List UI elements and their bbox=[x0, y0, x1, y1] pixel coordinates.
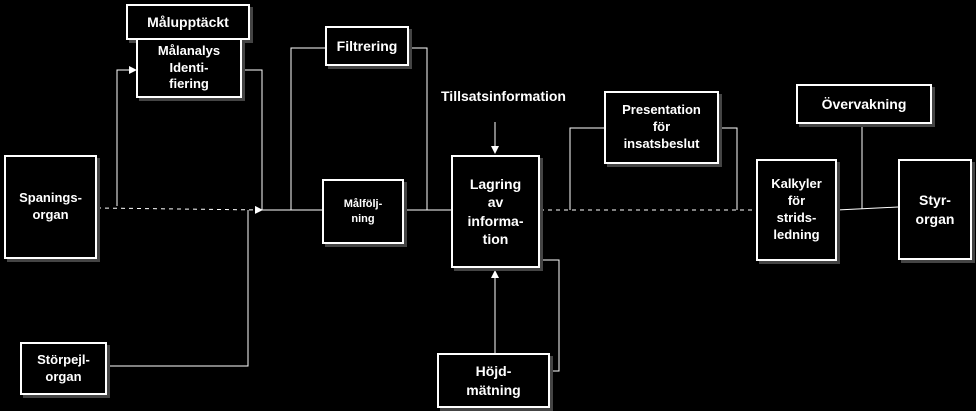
line-hojd-loop bbox=[542, 259, 560, 372]
spaningsorgan-box: Spanings- organ bbox=[4, 155, 97, 259]
kalkyler-box: Kalkyler för strids- ledning bbox=[756, 159, 837, 261]
overvakning-box: Övervakning bbox=[796, 84, 932, 124]
line-presentation-right bbox=[719, 127, 738, 210]
line-filtrering-left bbox=[290, 47, 325, 210]
line-storpejl bbox=[107, 210, 249, 367]
malupptackt-box: Målupptäckt bbox=[126, 4, 250, 40]
main-line-1 bbox=[96, 205, 263, 214]
line-filtrering-right bbox=[409, 47, 428, 210]
presentation-box: Presentation för insatsbeslut bbox=[604, 91, 719, 164]
styrorgan-box: Styr- organ bbox=[898, 159, 972, 260]
lagring-box: Lagring av informa- tion bbox=[451, 155, 540, 268]
tillsats-label: Tillsatsinformation bbox=[441, 88, 566, 104]
filtrering-box: Filtrering bbox=[325, 26, 409, 66]
line-presentation-left bbox=[569, 127, 604, 210]
hojdmatning-box: Höjd- mätning bbox=[437, 353, 550, 408]
storpejl-box: Störpejl- organ bbox=[20, 342, 107, 395]
main-line-5 bbox=[836, 206, 899, 211]
malfoljning-box: Målfölj- ning bbox=[322, 179, 404, 244]
line-malanalys-down bbox=[242, 69, 263, 210]
malanalys-box: Målanalys Identi- fiering bbox=[136, 38, 242, 98]
line-spanings-malanalys bbox=[116, 66, 137, 206]
